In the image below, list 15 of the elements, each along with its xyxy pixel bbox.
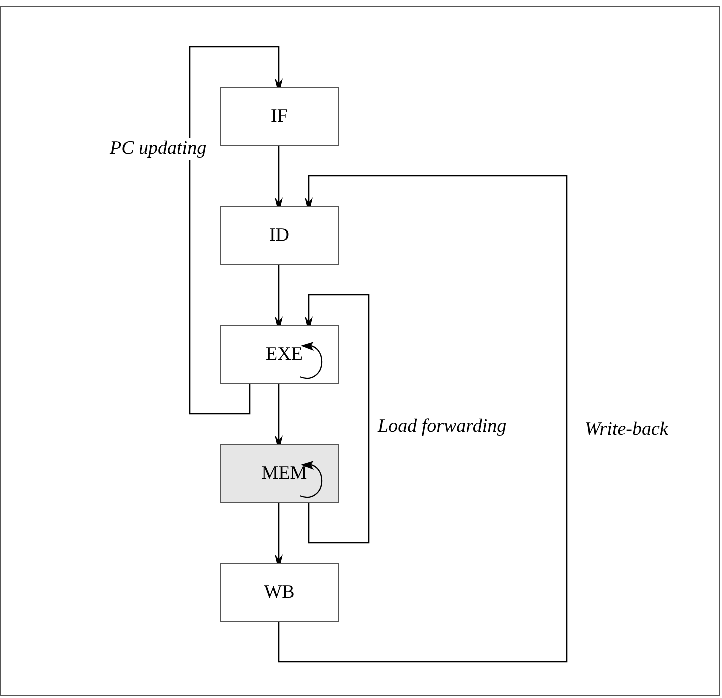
arrow	[189, 46, 283, 415]
stage-box	[220, 206, 339, 265]
stage-label: EXE	[266, 344, 303, 366]
arrow	[278, 175, 568, 663]
stage-box	[220, 563, 339, 622]
stage-box	[220, 444, 339, 503]
edge-label: Load forwarding	[376, 416, 509, 438]
stage-label: WB	[264, 582, 295, 604]
stage-label: IF	[271, 106, 288, 128]
stage-label: MEM	[262, 462, 308, 484]
stage-box	[220, 87, 339, 146]
stage-box	[220, 325, 339, 384]
stage-label: ID	[269, 224, 290, 246]
arrow	[305, 294, 370, 544]
edge-label: PC updating	[108, 138, 209, 160]
